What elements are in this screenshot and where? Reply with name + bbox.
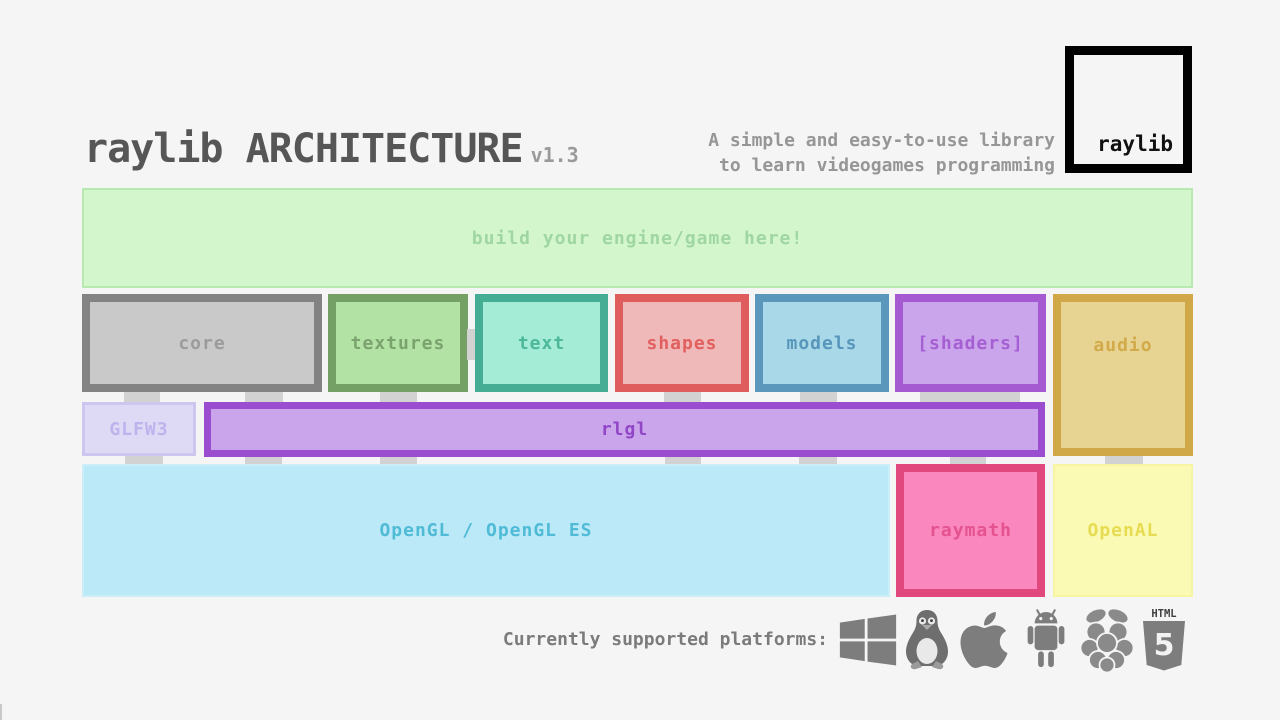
connector bbox=[467, 329, 475, 360]
android-icon bbox=[1027, 609, 1065, 668]
module-textures-label: textures bbox=[350, 332, 446, 354]
box-glfw3: GLFW3 bbox=[82, 402, 196, 456]
platforms-label: Currently supported platforms: bbox=[502, 629, 828, 650]
connector bbox=[1105, 456, 1143, 464]
connector bbox=[380, 392, 417, 402]
version-label: v1.3 bbox=[530, 143, 579, 167]
svg-text:HTML: HTML bbox=[1151, 608, 1176, 620]
connector bbox=[245, 392, 283, 402]
box-openal-label: OpenAL bbox=[1087, 520, 1159, 541]
svg-text:5: 5 bbox=[1154, 628, 1175, 663]
connector bbox=[664, 392, 701, 402]
connector bbox=[124, 392, 160, 402]
box-rlgl-label: rlgl bbox=[600, 419, 649, 440]
module-shaders-label: [shaders] bbox=[917, 332, 1024, 354]
module-models-label: models bbox=[786, 332, 858, 354]
raylib-logo-text: raylib bbox=[1097, 132, 1173, 156]
linux-tux-icon bbox=[906, 610, 948, 670]
box-glfw3-label: GLFW3 bbox=[109, 418, 169, 440]
module-shapes: shapes bbox=[615, 294, 749, 392]
connector bbox=[380, 457, 417, 464]
module-core: core bbox=[82, 294, 322, 392]
tagline-line-1: A simple and easy-to-use library bbox=[708, 130, 1055, 151]
module-audio: audio bbox=[1053, 294, 1193, 456]
html5-icon: HTML 5 bbox=[1143, 608, 1185, 671]
connector bbox=[245, 457, 282, 464]
screen-edge-artifact bbox=[0, 704, 2, 720]
tagline: A simple and easy-to-use library to lear… bbox=[708, 128, 1055, 178]
raspberry-pi-icon bbox=[1080, 607, 1134, 673]
apple-icon bbox=[960, 612, 1008, 668]
connector bbox=[800, 392, 837, 402]
box-raymath-label: raymath bbox=[929, 520, 1012, 541]
connector bbox=[665, 457, 701, 464]
title-text: raylib ARCHITECTURE bbox=[84, 126, 524, 172]
engine-game-box: build your engine/game here! bbox=[82, 188, 1193, 288]
raylib-logo: raylib bbox=[1065, 46, 1192, 173]
windows-icon bbox=[839, 614, 897, 666]
module-audio-label: audio bbox=[1093, 335, 1153, 356]
box-opengl-label: OpenGL / OpenGL ES bbox=[379, 520, 593, 541]
box-opengl: OpenGL / OpenGL ES bbox=[82, 464, 890, 597]
module-text-label: text bbox=[517, 332, 566, 354]
box-openal: OpenAL bbox=[1053, 464, 1193, 597]
connector bbox=[920, 392, 1020, 402]
engine-game-label: build your engine/game here! bbox=[471, 227, 804, 249]
platform-icons-row: HTML 5 bbox=[838, 606, 1188, 674]
box-rlgl: rlgl bbox=[204, 402, 1045, 457]
module-shaders: [shaders] bbox=[895, 294, 1046, 392]
connector bbox=[799, 457, 837, 464]
module-core-label: core bbox=[178, 332, 226, 354]
connector bbox=[125, 456, 163, 464]
module-models: models bbox=[755, 294, 889, 392]
module-shapes-label: shapes bbox=[646, 332, 718, 354]
connector bbox=[950, 457, 986, 464]
tagline-line-2: to learn videogames programming bbox=[719, 155, 1055, 176]
module-textures: textures bbox=[328, 294, 468, 392]
module-text: text bbox=[475, 294, 608, 392]
box-raymath: raymath bbox=[896, 464, 1045, 597]
